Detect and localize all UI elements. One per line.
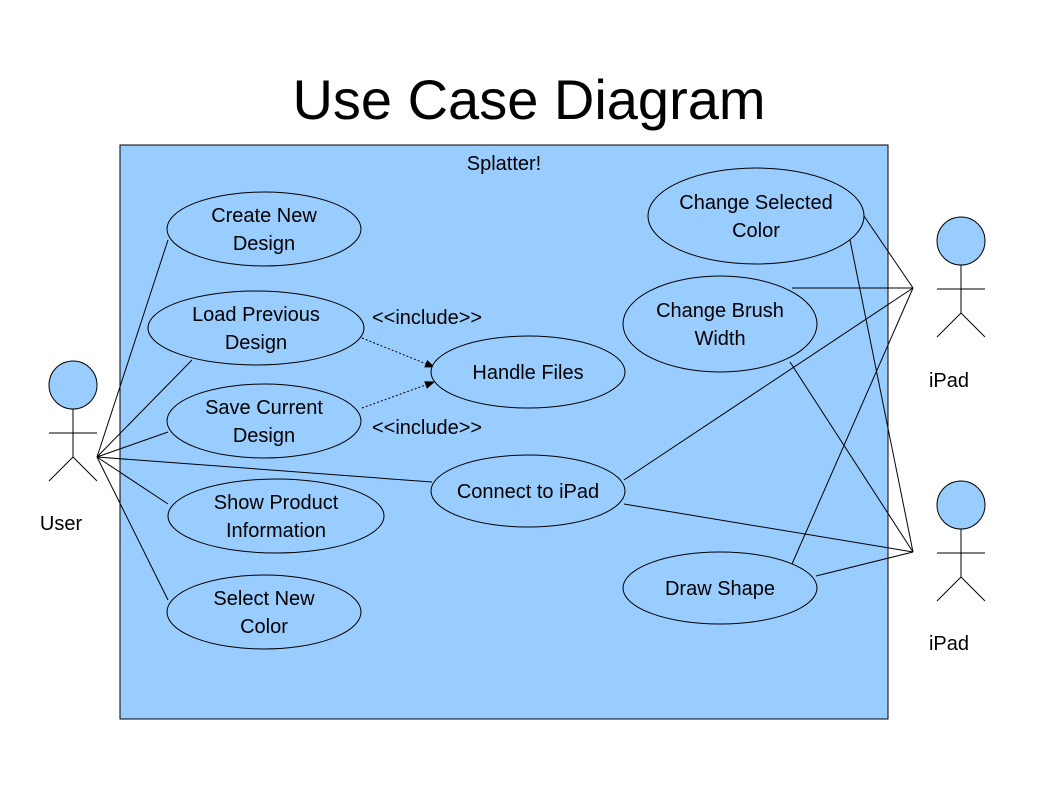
use-case-ellipse <box>167 478 385 554</box>
actor-ipad2: iPad <box>929 480 986 655</box>
use-case-ellipse <box>166 574 362 650</box>
association-user-load <box>96 359 193 458</box>
page-title: Use Case Diagram <box>292 68 766 131</box>
use-case-label: Show Product <box>214 492 339 514</box>
actor-label: iPad <box>929 370 969 392</box>
association-user-create <box>96 239 169 458</box>
association-ipad1-draw <box>791 287 914 565</box>
association-user-select <box>96 456 169 601</box>
use-case-label: Design <box>225 332 287 354</box>
association-ipad2-brush <box>789 361 914 553</box>
actor-head-icon <box>48 360 98 410</box>
use-case-ellipse <box>622 551 818 625</box>
use-case-connect[interactable]: Connect to iPad <box>430 454 626 528</box>
use-case-label: Create New <box>211 205 317 227</box>
actor-body-line <box>48 456 74 482</box>
association-ipad2-changecolor <box>849 239 914 553</box>
use-case-draw[interactable]: Draw Shape <box>622 551 818 625</box>
association-ipad1-connect <box>623 287 914 481</box>
include-arrow-save <box>361 381 435 409</box>
use-case-label: Width <box>694 328 745 350</box>
use-case-label: Handle Files <box>472 362 583 384</box>
use-case-label: Information <box>226 520 326 542</box>
use-case-ellipse <box>166 383 362 459</box>
association-user-connect <box>96 456 433 483</box>
actor-body-line <box>936 312 962 338</box>
use-case-label: Color <box>240 616 288 638</box>
actor-label: iPad <box>929 633 969 655</box>
actor-body-line <box>72 456 98 482</box>
include-label-save: <<include>> <box>372 417 482 439</box>
association-ipad1-changecolor <box>863 215 914 289</box>
include-arrow-load <box>361 337 435 368</box>
actor-user: User <box>40 360 98 535</box>
use-case-handle[interactable]: Handle Files <box>430 335 626 409</box>
association-user-save <box>96 431 169 458</box>
use-case-label: Load Previous <box>192 304 320 326</box>
use-case-label: Connect to iPad <box>457 481 599 503</box>
use-case-label: Design <box>233 425 295 447</box>
use-case-label: Save Current <box>205 397 323 419</box>
use-case-label: Change Selected <box>679 192 832 214</box>
use-case-label: Change Brush <box>656 300 784 322</box>
association-ipad2-connect <box>623 503 914 553</box>
actor-body-line <box>960 312 986 338</box>
actor-ipad1: iPad <box>929 216 986 392</box>
use-case-ellipse <box>166 191 362 267</box>
use-case-label: Select New <box>213 588 315 610</box>
actor-head-icon <box>936 216 986 266</box>
actor-head-icon <box>936 480 986 530</box>
system-name: Splatter! <box>467 153 541 175</box>
actor-body-line <box>936 576 962 602</box>
use-case-label: Draw Shape <box>665 578 775 600</box>
include-label-load: <<include>> <box>372 307 482 329</box>
use-case-ellipse <box>430 335 626 409</box>
association-user-show <box>96 456 169 505</box>
use-case-label: Design <box>233 233 295 255</box>
use-case-label: Color <box>732 220 780 242</box>
actor-label: User <box>40 513 83 535</box>
actor-body-line <box>960 576 986 602</box>
use-case-ellipse <box>622 275 818 373</box>
use-case-ellipse <box>430 454 626 528</box>
use-case-ellipse <box>647 167 865 265</box>
association-ipad2-draw <box>815 551 914 577</box>
use-case-ellipse <box>147 290 365 366</box>
